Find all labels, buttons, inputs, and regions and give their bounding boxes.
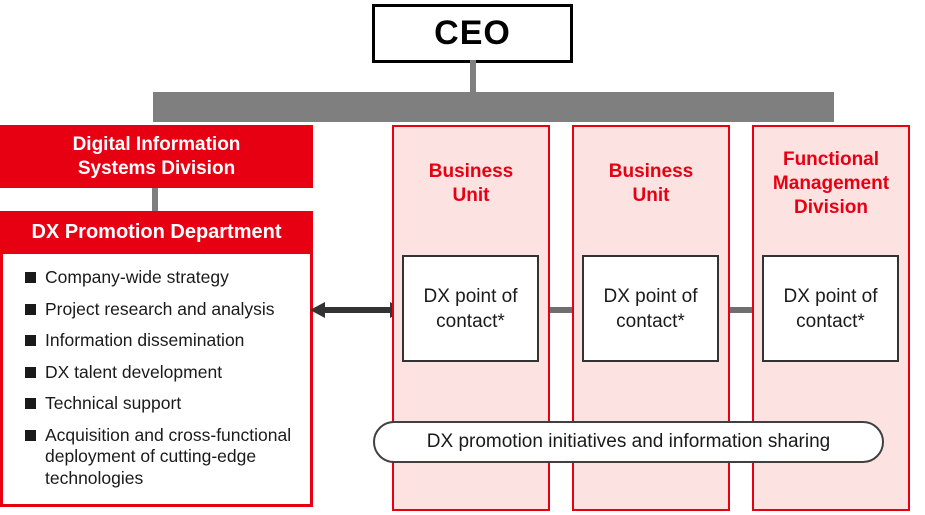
bullet-square-icon bbox=[25, 335, 36, 346]
division-connector-line bbox=[152, 188, 158, 211]
division-title: Digital Information Systems Division bbox=[72, 133, 241, 179]
responsibility-item: Technical support bbox=[3, 393, 310, 415]
ceo-label: CEO bbox=[434, 14, 511, 52]
dx-contact-box-2: DX point of contact* bbox=[582, 255, 719, 362]
dx-link-line-1 bbox=[540, 307, 582, 313]
ceo-box: CEO bbox=[372, 4, 573, 63]
trunk-bar bbox=[153, 92, 834, 122]
responsibility-label: Project research and analysis bbox=[45, 298, 275, 319]
department-header: DX Promotion Department bbox=[0, 211, 313, 254]
column-title: Functional Management Division bbox=[754, 121, 908, 247]
bullet-square-icon bbox=[25, 303, 36, 315]
department-title: DX Promotion Department bbox=[31, 221, 282, 243]
ceo-connector-line bbox=[470, 60, 476, 92]
responsibility-item: Company-wide strategy bbox=[3, 267, 310, 289]
column-title: Business Unit bbox=[394, 121, 548, 247]
column-title-label: Business Unit bbox=[428, 161, 514, 206]
responsibility-item: Information dissemination bbox=[3, 330, 310, 352]
dx-contact-label: DX point of contact* bbox=[783, 285, 878, 332]
dx-contact-box-1: DX point of contact* bbox=[402, 255, 539, 362]
responsibility-label: Information dissemination bbox=[45, 330, 245, 350]
division-header: Digital Information Systems Division bbox=[0, 125, 313, 188]
column-title-label: Functional Management Division bbox=[772, 149, 890, 218]
responsibility-label: Company-wide strategy bbox=[45, 267, 229, 287]
dx-contact-box-3: DX point of contact* bbox=[762, 255, 899, 362]
dx-link-line-2 bbox=[720, 307, 762, 313]
bullet-square-icon bbox=[25, 429, 36, 441]
initiatives-banner-label: DX promotion initiatives and information… bbox=[426, 431, 831, 452]
responsibility-label: Technical support bbox=[45, 393, 182, 413]
bullet-square-icon bbox=[25, 272, 36, 283]
column-title: Business Unit bbox=[574, 121, 728, 247]
responsibility-label: DX talent development bbox=[45, 361, 223, 382]
responsibility-item: Project research and analysis bbox=[3, 299, 310, 321]
responsibility-label: Acquisition and cross-functional deploym… bbox=[45, 424, 292, 488]
responsibility-item: DX talent development bbox=[3, 362, 310, 384]
bullet-square-icon bbox=[25, 398, 36, 409]
dx-contact-label: DX point of contact* bbox=[423, 285, 518, 332]
bullet-square-icon bbox=[25, 366, 36, 378]
initiatives-banner: DX promotion initiatives and information… bbox=[373, 421, 884, 463]
dx-contact-label: DX point of contact* bbox=[603, 285, 698, 332]
responsibility-item: Acquisition and cross-functional deploym… bbox=[3, 425, 310, 490]
responsibilities-list: Company-wide strategy Project research a… bbox=[3, 254, 310, 489]
bidirectional-arrow-icon bbox=[310, 301, 405, 319]
column-title-label: Business Unit bbox=[608, 161, 694, 206]
responsibilities-panel: Company-wide strategy Project research a… bbox=[0, 254, 313, 507]
